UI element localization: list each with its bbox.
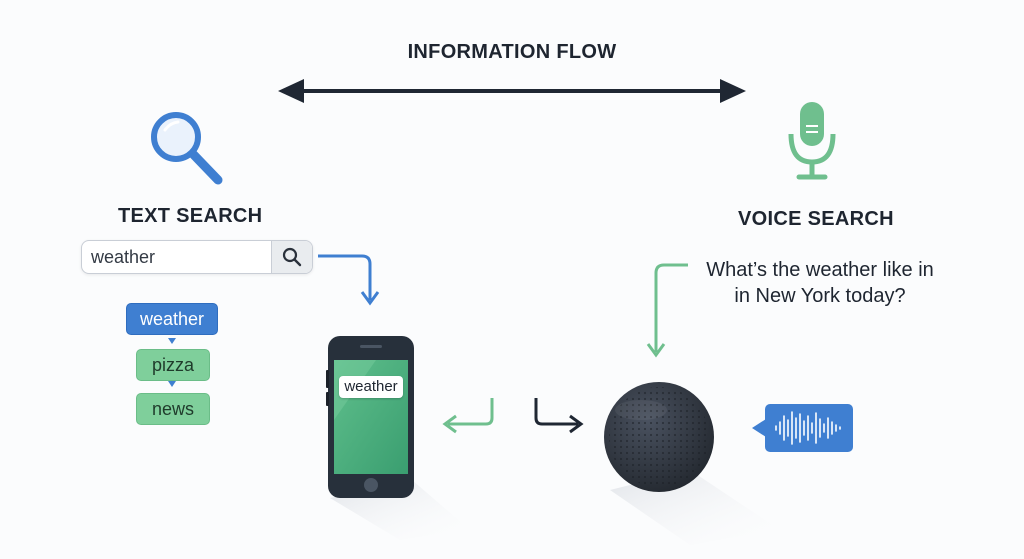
information-flow-title: INFORMATION FLOW (407, 41, 617, 63)
information-flow-arrow (278, 79, 746, 103)
suggestion-chip-news[interactable]: news (136, 393, 210, 425)
voice-query-line-2: in New York today? (734, 285, 906, 307)
soundwave-icon (752, 404, 853, 452)
phone-screen-query: weather (339, 376, 403, 398)
query-to-speaker-arrow (646, 263, 688, 358)
search-button[interactable] (271, 241, 312, 273)
chip-connector-arrow (168, 338, 176, 344)
smartphone-icon (326, 336, 470, 540)
text-search-heading: TEXT SEARCH (118, 205, 263, 227)
microphone-icon (788, 102, 836, 180)
voice-query-line-1: What’s the weather like in (706, 259, 934, 281)
suggestion-chip-pizza[interactable]: pizza (136, 349, 210, 381)
voice-search-heading: VOICE SEARCH (738, 208, 894, 230)
search-input-value: weather (91, 247, 156, 267)
search-icon (282, 247, 302, 267)
phone-to-speaker-arrow (534, 398, 584, 434)
speaker-to-phone-arrow (442, 398, 494, 434)
magnifier-icon (151, 112, 223, 185)
chip-connector-arrow (168, 381, 176, 387)
search-input[interactable]: weather (81, 240, 313, 274)
search-to-phone-arrow (318, 254, 380, 306)
suggestion-chip-weather[interactable]: weather (126, 303, 218, 335)
smart-speaker-icon (604, 382, 780, 545)
